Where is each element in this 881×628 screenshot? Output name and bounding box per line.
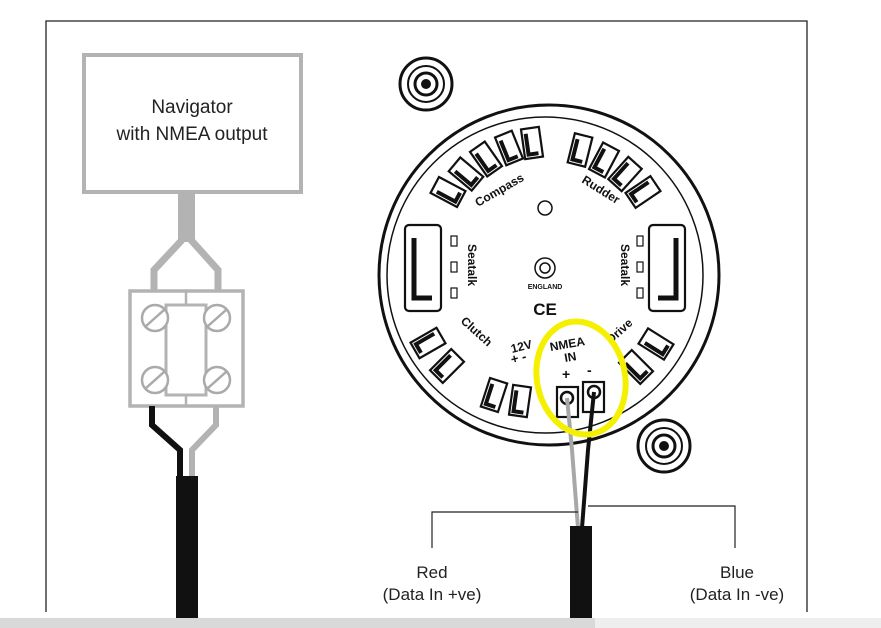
nmea-highlight-ring [533,318,629,438]
red-wire-desc: (Data In +ve) [383,585,482,604]
navigator-label-line1: Navigator [151,97,233,118]
mounting-lug-bottom [636,418,692,474]
twelve-v-label: 12V [509,337,533,356]
ce-mark: CE [533,300,557,319]
bottom-scroll-strip [0,618,881,628]
mounting-hole [537,200,553,216]
nmea-in-label: IN [563,349,577,365]
nmea-cable [565,391,596,618]
diagram-frame [45,20,808,612]
terminal-output-cable [149,406,219,618]
blue-wire-label: Blue [720,563,754,582]
nmea-minus-label: - [587,362,592,378]
blue-callout-line [588,505,736,548]
nmea-label: NMEA [549,334,587,354]
twelve-v-polarity: + - [509,349,528,367]
seatalk-right-label: Seatalk [618,244,632,286]
red-callout-line [431,511,578,548]
navigator-label-line2: with NMEA output [115,124,268,145]
seatalk-right-connector [636,223,687,313]
blue-wire-desc: (Data In -ve) [690,585,784,604]
mounting-lug-top [398,56,454,112]
nmea-plus-label: + [562,366,570,382]
england-label: ENGLAND [528,284,563,291]
seatalk-left-label: Seatalk [465,244,479,286]
navigator-cable [150,192,222,300]
terminal-block [128,289,245,408]
seatalk-left-connector [403,223,458,313]
red-wire-label: Red [416,563,447,582]
